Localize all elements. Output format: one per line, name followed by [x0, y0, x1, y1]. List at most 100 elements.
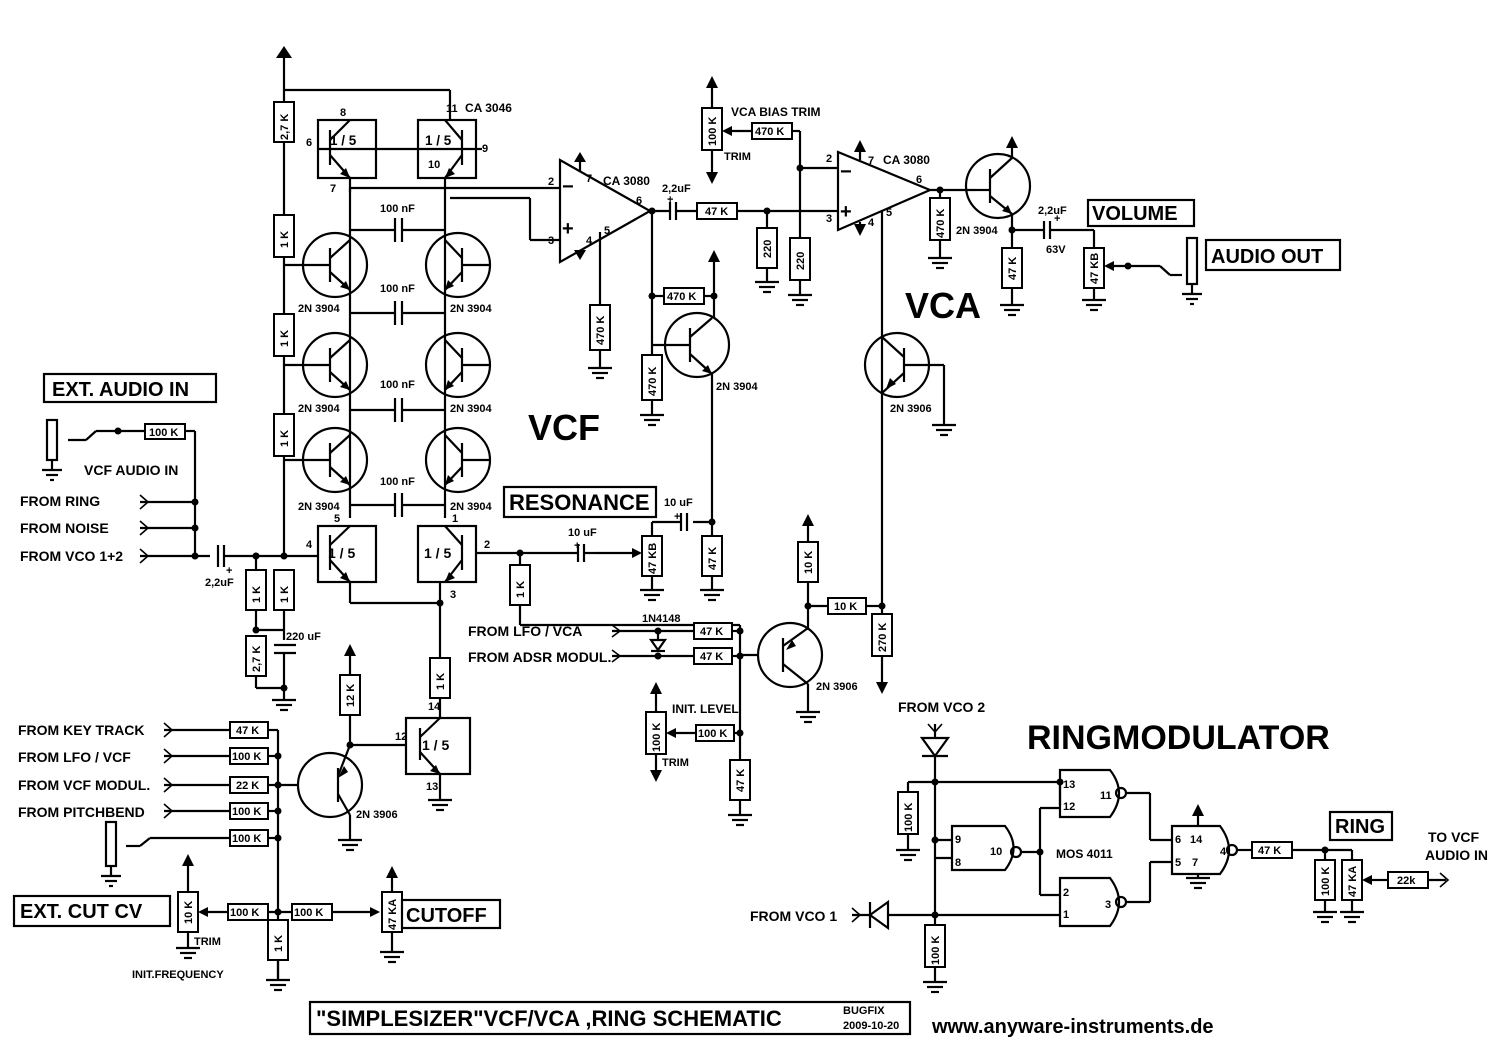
pin-5c: 5 — [604, 225, 610, 237]
r-470k-fb-label: 470 K — [667, 291, 696, 303]
ca3080-vcf-label: CA 3080 — [603, 174, 650, 188]
r-47k-vcf-label: 47 K — [705, 206, 728, 218]
r-10k-trim-label: 10 K — [183, 901, 195, 924]
pin-2b: 2 — [484, 539, 490, 551]
r-47kb-res-label: 47 KB — [647, 543, 659, 574]
audio-out-label: AUDIO OUT — [1211, 246, 1323, 268]
r-100k-cut-label: 100 K — [294, 907, 323, 919]
r-47ka-ring-label: 47 KA — [1347, 866, 1359, 897]
pin-1b: 1 — [452, 513, 458, 525]
q-2n3904-label-4: 2N 3904 — [450, 403, 492, 415]
c-63v-label: 63V — [1046, 244, 1066, 256]
ext-cut-cv-label: EXT. CUT CV — [20, 901, 143, 923]
cap-plus-1: + — [226, 565, 232, 577]
ca3046-sec-e-label: 1 / 5 — [422, 737, 449, 753]
pin-5b: 5 — [334, 513, 340, 525]
ext-audio-in-label: EXT. AUDIO IN — [52, 379, 189, 401]
c-10u-a-label: 10 uF — [664, 497, 693, 509]
pin-8: 8 — [340, 107, 346, 119]
r-1k-g-label: 1 K — [435, 673, 447, 690]
from-ring-label: FROM RING — [20, 493, 100, 509]
pin-2d: 2 — [826, 153, 832, 165]
pin-2r: 2 — [1063, 887, 1069, 899]
trim-vca-label: TRIM — [724, 151, 751, 163]
c-10u-b-label: 10 uF — [568, 527, 597, 539]
pin-6d: 6 — [916, 174, 922, 186]
c-2u2-in-label: 2,2uF — [205, 577, 234, 589]
r-100k-ext-label: 100 K — [149, 427, 178, 439]
pin-14r: 14 — [1190, 834, 1203, 846]
cap-plus-2: + — [667, 194, 673, 206]
ringmod-title: RINGMODULATOR — [1027, 719, 1330, 757]
pin-3r: 3 — [1105, 899, 1111, 911]
cap-plus-4: + — [574, 540, 580, 552]
r-470k-bias-label: 470 K — [755, 126, 784, 138]
r-2k7-b-label: 2,7 K — [251, 646, 263, 672]
from-vco2-label: FROM VCO 2 — [898, 699, 985, 715]
from-noise-label: FROM NOISE — [20, 520, 109, 536]
cap-plus-3: + — [674, 511, 680, 523]
r-47k-lfo-label: 47 K — [700, 626, 723, 638]
pin-4r: 4 — [1220, 846, 1227, 858]
r-47k-vca-label: 47 K — [1007, 257, 1019, 280]
r-1k-c-label: 1 K — [279, 430, 291, 447]
r-470k-a-label: 470 K — [595, 316, 607, 345]
ca3046-sec-c-label: 1 / 5 — [328, 545, 355, 561]
r-1k-b-label: 1 K — [279, 330, 291, 347]
r-47k-res-label: 47 K — [707, 547, 719, 570]
cap-plus-5: + — [1054, 213, 1060, 225]
init-frequency-label: INIT.FREQUENCY — [132, 969, 224, 981]
vcf-audio-in-label: VCF AUDIO IN — [84, 462, 178, 478]
c-100nf-label-1: 100 nF — [380, 203, 415, 215]
pin-10: 10 — [428, 159, 440, 171]
r-47k-ring-label: 47 K — [1258, 845, 1281, 857]
r-100k-init-label: 100 K — [651, 723, 663, 752]
ca3046-sec-b-label: 1 / 5 — [425, 133, 452, 148]
from-vcf-modul-label: FROM VCF MODUL. — [18, 777, 150, 793]
pin-11: 11 — [446, 103, 458, 115]
volume-label: VOLUME — [1092, 203, 1178, 225]
r-470k-vca-label: 470 K — [935, 209, 947, 238]
vcf-title: VCF — [528, 407, 600, 448]
ring-label: RING — [1335, 816, 1385, 838]
vca-opamp-plus: + — [840, 201, 852, 223]
q-2n3904-label-7: 2N 3904 — [716, 381, 758, 393]
r-100k-ring-label: 100 K — [1320, 867, 1332, 896]
ringmod-section: RINGMODULATOR FROM VCO 2 100 K 9 8 10 13 — [750, 699, 1488, 994]
from-vco12-label: FROM VCO 1+2 — [20, 548, 123, 564]
init-level-label: INIT. LEVEL — [672, 702, 739, 716]
pin-10r: 10 — [990, 846, 1002, 858]
r-1k-f-label: 1 K — [279, 586, 291, 603]
from-lfo-vca-label: FROM LFO / VCA — [468, 623, 582, 639]
pin-7c: 7 — [586, 173, 592, 185]
from-adsr-label: FROM ADSR MODUL. — [468, 649, 611, 665]
c-100nf-label-2: 100 nF — [380, 283, 415, 295]
r-47kb-vol-label: 47 KB — [1089, 253, 1101, 284]
mos4011-label: MOS 4011 — [1056, 847, 1113, 861]
bugfix-date: 2009-10-20 — [843, 1020, 899, 1032]
r-22k-out-label: 22k — [1397, 875, 1416, 887]
pin-12: 12 — [395, 731, 407, 743]
from-lfo-vcf-label: FROM LFO / VCF — [18, 749, 131, 765]
pin-9: 9 — [482, 143, 488, 155]
c-2u2-vcf-label: 2,2uF — [662, 183, 691, 195]
q-2n3904-label-2: 2N 3904 — [450, 303, 492, 315]
pin-4d: 4 — [868, 217, 875, 229]
r-47k-adsr-label: 47 K — [700, 651, 723, 663]
pin-13r: 13 — [1063, 779, 1075, 791]
r-470k-b-label: 470 K — [647, 367, 659, 396]
opamp-plus: + — [562, 218, 574, 240]
c-100nf-label-3: 100 nF — [380, 379, 415, 391]
trim-freq-label: TRIM — [194, 936, 221, 948]
pin-6c: 6 — [636, 195, 642, 207]
diode-1n4148-label: 1N4148 — [642, 613, 681, 625]
pin-6: 6 — [306, 137, 312, 149]
r-220-b-label: 220 — [795, 252, 807, 270]
pin-5d: 5 — [886, 207, 892, 219]
r-220-a-label: 220 — [762, 240, 774, 258]
r-100k-il-label: 100 K — [698, 728, 727, 740]
from-key-track-label: FROM KEY TRACK — [18, 722, 145, 738]
pin-7r: 7 — [1192, 857, 1198, 869]
schematic-title: "SIMPLESIZER"VCF/VCA ,RING SCHEMATIC — [316, 1006, 782, 1031]
pin-8r: 8 — [955, 857, 961, 869]
